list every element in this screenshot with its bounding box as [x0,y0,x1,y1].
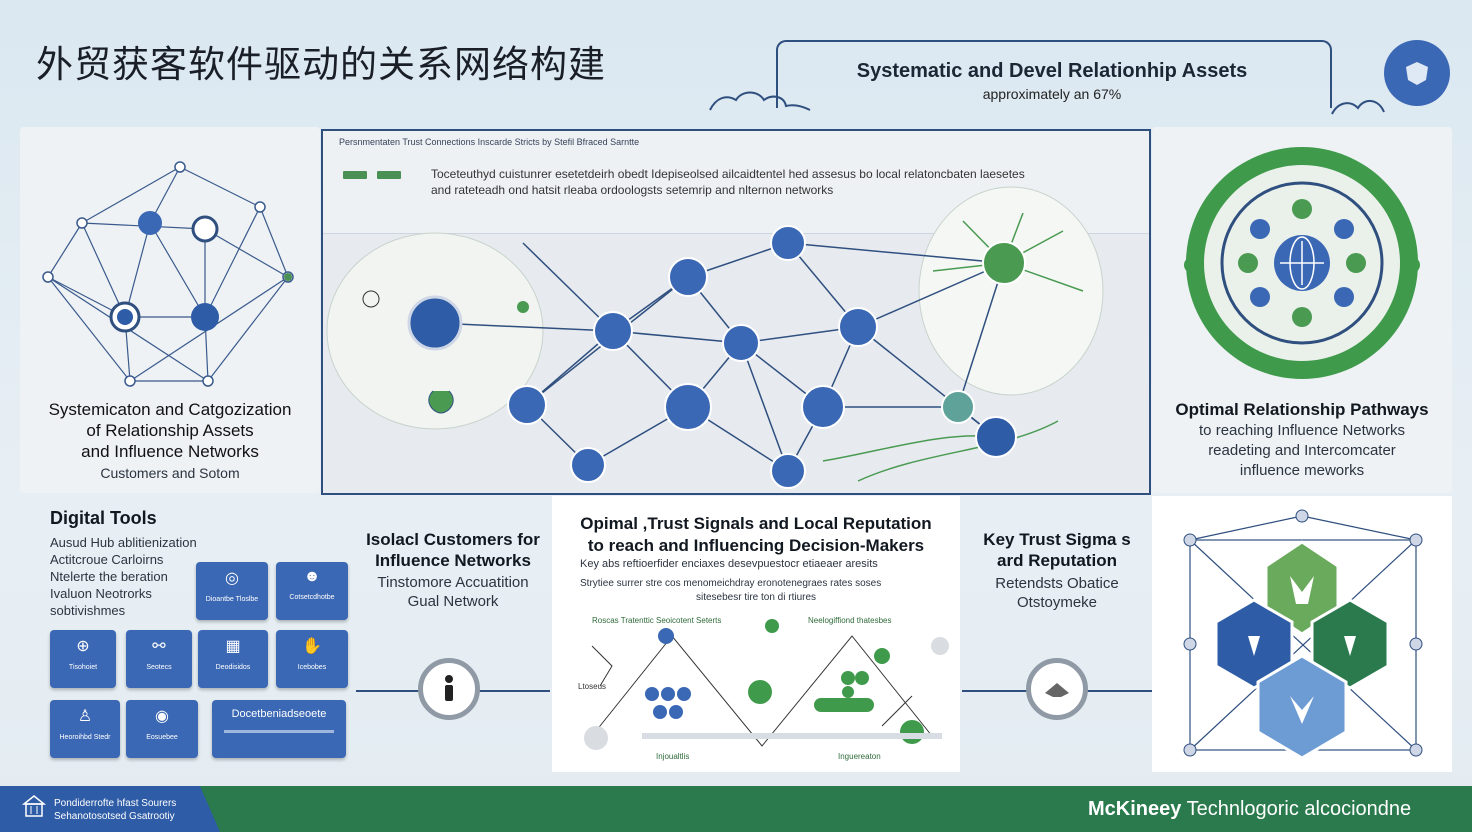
trust-signals-panel: Opimal ,Trust Signals and Local Reputati… [552,496,960,772]
header-description: Toceteuthyd cuistunrer esetetdeirh obedt… [431,167,1025,181]
list-item: Ausud Hub ablitienization [50,535,197,550]
handshake-icon: ✋ [302,638,322,655]
list-item: Ntelerte the beration [50,569,168,584]
footer-source: Pondiderrofte hfast Sourers [54,798,177,809]
person-icon [445,675,453,701]
caption-line: Customers and Sotom [100,465,240,481]
network-diagram [326,186,1104,489]
caption-line: of Relationship Assets [86,421,254,440]
caption-line: to reach and Influencing Decision-Makers [587,536,925,555]
page-title: 外贸获客软件驱动的关系网络构建 [36,43,606,86]
people-icon: ☻ [303,568,321,585]
caption-line: Key Trust Sigma s [983,530,1131,549]
relationship-assets-panel: Systemicaton and Catgozization of Relati… [20,127,320,493]
caption-line: Influence Networks [375,551,531,570]
caption-line: Tinstomore Accuatition [377,574,529,591]
network-sphere-diagram [42,161,294,387]
reputation-badge[interactable] [1026,658,1088,720]
brand-tagline: Technlogoric alcociondne [1181,798,1412,820]
pathways-wheel-diagram [1184,147,1420,379]
tool-tile[interactable]: ✋Icebobes [276,630,348,688]
caption-line: to reaching Influence Networks [1199,422,1405,439]
trust-network-panel: Persnmentaten Trust Connections Inscarde… [321,129,1151,495]
globe-icon: ⊕ [76,638,90,655]
tool-tile[interactable]: ☻Cotsetcdhotbe [276,562,348,620]
tool-tile[interactable]: ⚯Seotecs [126,630,192,688]
tag-chip [377,171,401,179]
hexagon-diagram [1183,509,1423,760]
caption-line: Optimal Relationship Pathways [1175,400,1429,419]
header-description: and rateteadh ond hatsit rleaba ordoolog… [431,183,834,197]
headline-frame [776,40,1332,108]
caption-line: influence meworks [1239,462,1365,479]
info-badge[interactable] [418,658,480,720]
diagram-label: Inguereaton [838,752,881,761]
tool-tile[interactable]: ◉Eosuebee [126,700,198,758]
globe-icon: ◎ [225,570,239,587]
tag-chip [343,171,367,179]
list-item: sobtivishmes [50,603,126,618]
pathways-panel: Optimal Relationship Pathways to reachin… [1152,127,1452,493]
header-label: Persnmentaten Trust Connections Inscarde… [339,137,640,147]
caption-line: sitesebesr tire ton di rtiures [695,592,817,603]
section-heading: Digital Tools [50,508,157,528]
thumbs-icon [1045,683,1069,697]
shield-icon [1406,62,1428,85]
tool-tile[interactable]: ♙Heoroihbd Stedr [50,700,120,758]
diagram-label: Ltoseus [578,682,607,691]
caption-line: Isolacl Customers for [366,530,540,549]
caption-line: Gual Network [407,593,499,610]
footer-source: Sehanotosotsed Gsatrootiy [54,811,175,822]
caption-line: Key abs reftioerfider enciaxes desevpues… [580,558,878,570]
reputation-panel [1152,496,1452,772]
divider [224,730,334,733]
shield-badge[interactable] [1384,40,1450,106]
caption-line: Strytiee surrer stre cos menomeichdray e… [580,578,882,589]
diagram-label: Injoualtlis [656,752,690,761]
cloud-icon [709,91,811,111]
caption-line: Otstoymeke [1016,594,1098,611]
headline-subtitle: approximately an 67% [982,86,1122,102]
brand-name: McKineey [1088,798,1182,820]
person-icon: ♙ [77,708,93,725]
footer-brand: McKineey Technlogoric alcociondne [1088,798,1411,821]
list-item: Actitcroue Carloirns [50,552,164,567]
share-icon: ⚯ [152,638,166,655]
tool-tile[interactable]: ⊕Tisohoiet [50,630,116,688]
caption-line: and Influence Networks [81,442,259,461]
tool-tile-wide[interactable]: Docetbeniadseoete [212,700,346,758]
headline-title: Systematic and Devel Relationhip Assets [856,60,1248,82]
caption-line: Retendsts Obatice [995,575,1119,592]
building-icon [21,795,47,817]
grid-icon: ▦ [225,638,241,655]
globe-icon: ◉ [155,708,169,725]
panel-header: Persnmentaten Trust Connections Inscarde… [323,131,1149,234]
diagram-label: Neelogiffiond thatesbes [808,616,892,625]
cloud-icon [1331,100,1385,115]
trust-signals-diagram [584,619,949,750]
footer-bar [0,786,1472,832]
tool-tile[interactable]: ▦Deodisidos [198,630,268,688]
digital-tools-list: Ausud Hub ablitienization Actitcroue Car… [50,534,270,619]
caption-line: ard Reputation [997,551,1117,570]
tool-tile[interactable]: ◎Dioantbe Tloslbe [196,562,268,620]
diagram-label: Roscas Tratenttic Seoicotent Seterts [592,616,722,625]
list-item: Ivaluon Neotrorks [50,586,152,601]
caption-line: Systemicaton and Catgozization [48,400,292,419]
caption-line: Opimal ,Trust Signals and Local Reputati… [580,514,932,533]
caption-line: readeting and Intercomcater [1208,442,1396,459]
